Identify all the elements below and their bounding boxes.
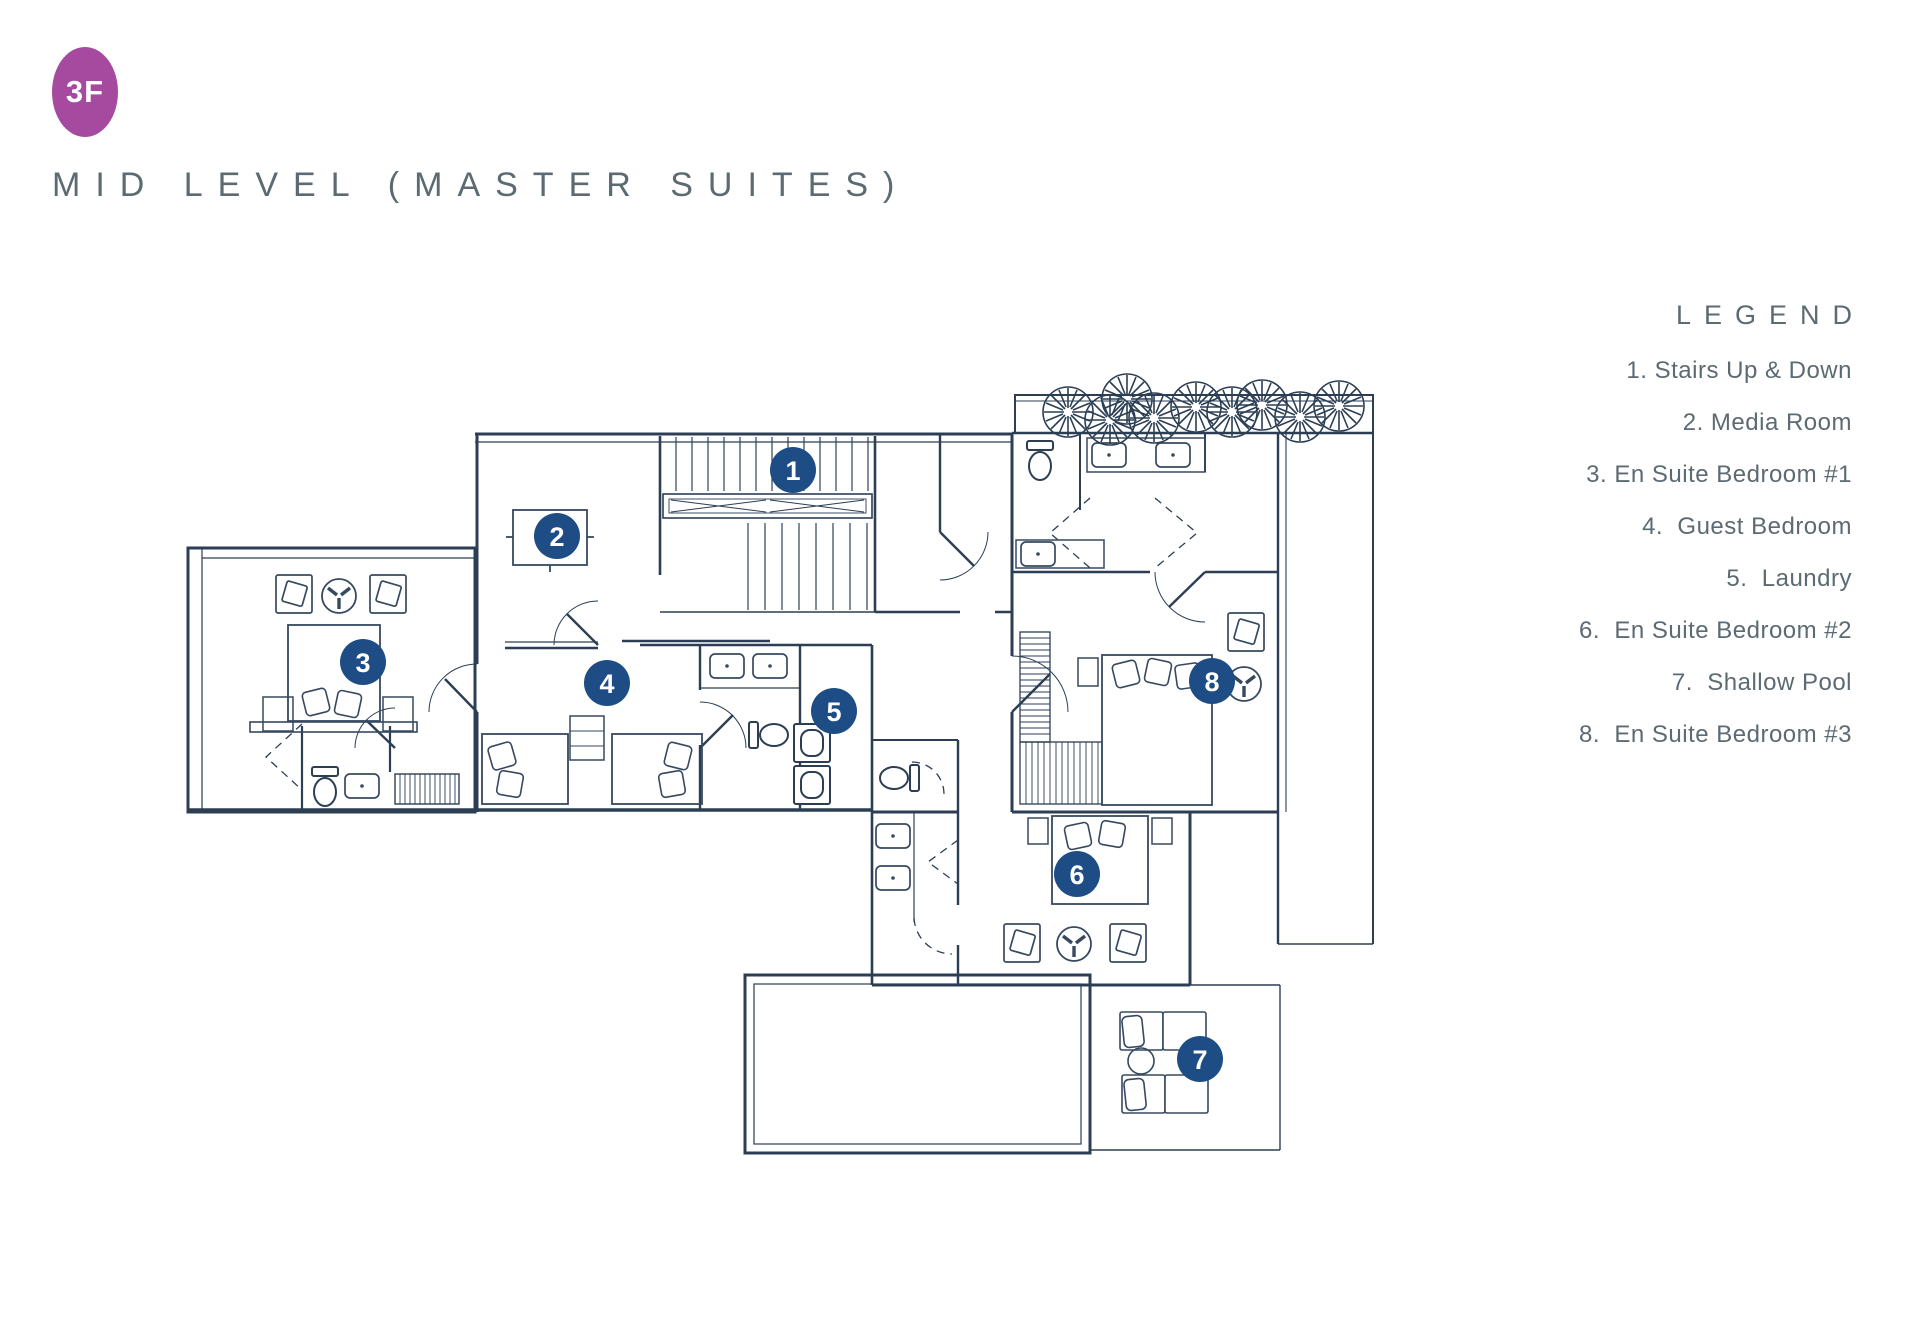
plan-marker-2: 2 [534,513,580,559]
floor-level-badge: 3F [52,47,118,137]
toilet-icon [311,766,339,807]
plan-marker-4: 4 [584,660,630,706]
bed-icon [1077,654,1213,806]
svg-text:7: 7 [1192,1045,1207,1075]
armchair-icon [1227,612,1265,652]
bed-icon [481,715,703,805]
trees [1042,373,1365,446]
sink-icon [1020,541,1056,567]
page-title: MID LEVEL (MASTER SUITES) [52,166,910,204]
legend-item-6: 6. En Suite Bedroom #2 [1579,617,1852,644]
legend-item-7: 7. Shallow Pool [1671,669,1852,696]
legend-item-8: 8. En Suite Bedroom #3 [1579,721,1852,748]
legend-item-3: 3. En Suite Bedroom #1 [1586,461,1852,488]
svg-text:2: 2 [549,522,564,552]
svg-text:1: 1 [785,456,800,486]
svg-text:6: 6 [1069,860,1084,890]
svg-text:8: 8 [1204,667,1219,697]
legend-item-4: 4. Guest Bedroom [1642,513,1852,540]
door-swings [265,497,1206,955]
toilet-icon [1026,440,1054,481]
dryer-icon [793,765,831,805]
legend-heading: LEGEND [1675,300,1865,330]
bed-icon [1027,815,1173,905]
sink-icon [1155,442,1191,468]
tree-icon [1236,379,1288,431]
toilet-icon [879,764,920,792]
sink-icon [1091,442,1127,468]
plan-marker-3: 3 [340,639,386,685]
sink-icon [344,773,380,799]
legend-list: 1. Stairs Up & Down 2. Media Room 3. En … [1252,345,1852,761]
svg-text:5: 5 [826,697,841,727]
tree-icon [1101,373,1153,425]
sink-icon [875,865,911,891]
round-table-icon [320,577,358,615]
armchair-icon [1003,923,1041,963]
tree-icon [1313,380,1365,432]
armchair-icon [1109,923,1147,963]
stairs [662,437,873,610]
sink-icon [709,653,745,679]
plan-marker-7: 7 [1177,1036,1223,1082]
sink-icon [875,823,911,849]
legend-item-1: 1. Stairs Up & Down [1626,357,1852,384]
plan-marker-8: 8 [1189,658,1235,704]
sink-icon [752,653,788,679]
bed-icon [249,624,418,733]
plan-marker-5: 5 [811,688,857,734]
legend: LEGEND 1. Stairs Up & Down 2. Media Room… [1252,300,1852,761]
plan-markers: 1 2 3 4 5 6 7 8 [340,447,1235,1082]
tree-icon [1206,386,1258,438]
round-table-icon [1055,925,1093,963]
furniture [249,437,1265,1114]
media-console [506,509,594,572]
walls [186,394,1374,1155]
armchair-icon [369,574,407,614]
toilet-icon [748,721,789,749]
tree-icon [1274,391,1326,443]
plan-marker-6: 6 [1054,851,1100,897]
closet-hatching [394,631,1103,805]
svg-text:3: 3 [355,648,370,678]
legend-item-2: 2. Media Room [1682,409,1852,436]
svg-text:4: 4 [599,669,614,699]
legend-item-5: 5. Laundry [1726,565,1852,592]
side-table-icon [1127,1047,1155,1075]
plan-marker-1: 1 [770,447,816,493]
tree-icon [1170,381,1222,433]
armchair-icon [275,574,313,614]
